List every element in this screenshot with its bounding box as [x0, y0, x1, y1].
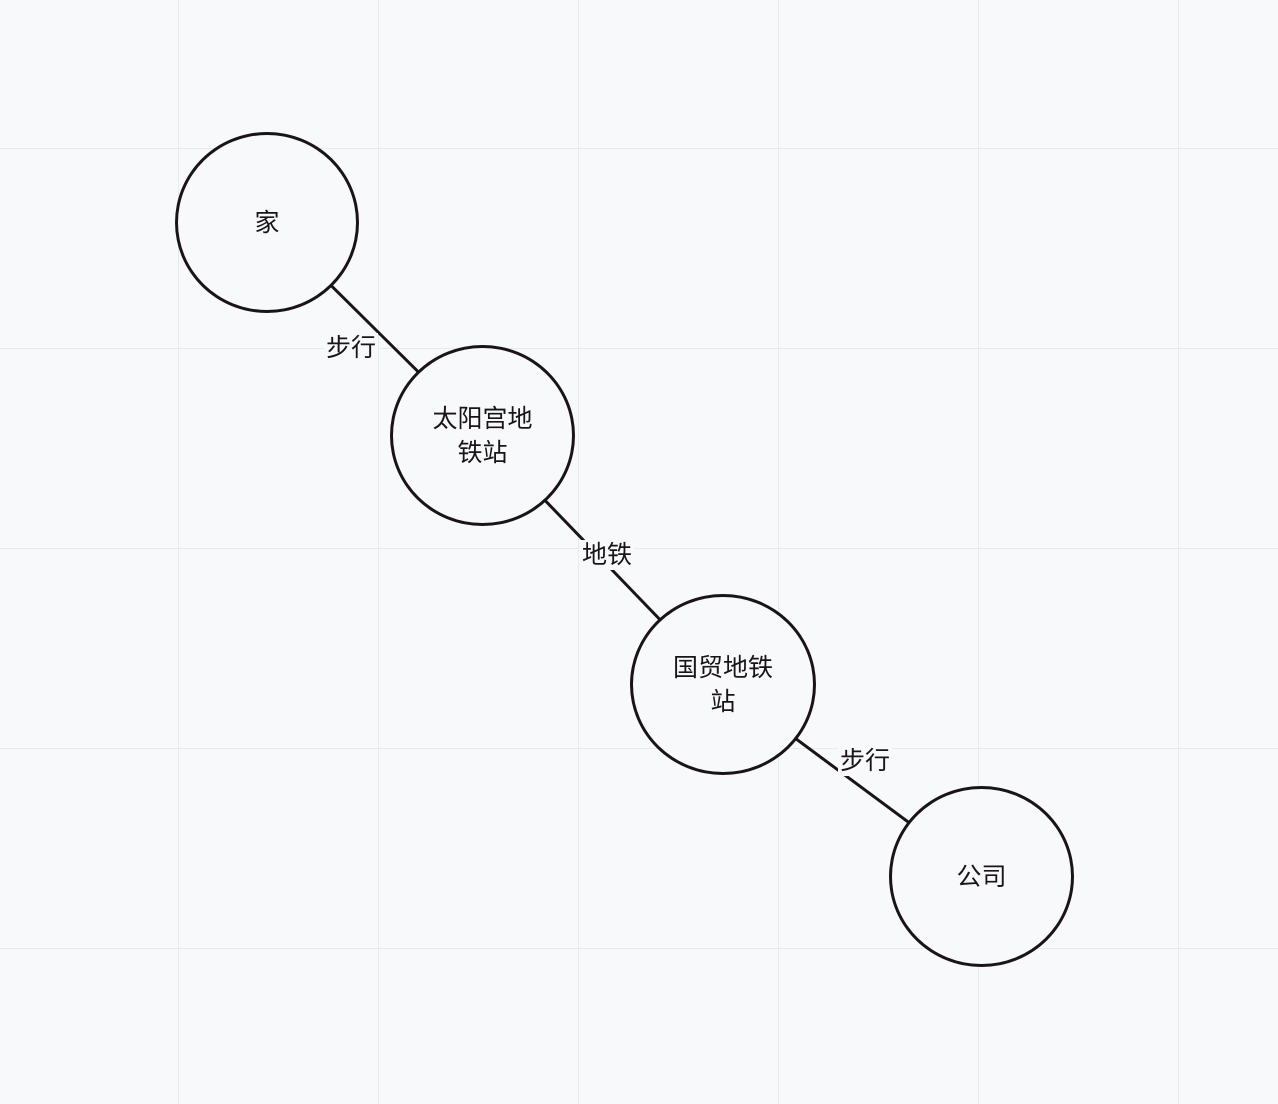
node-taiyanggong-station[interactable]: 太阳宫地铁站	[390, 345, 575, 526]
node-home-label: 家	[254, 207, 280, 237]
node-guomao-station[interactable]: 国贸地铁站	[630, 594, 816, 775]
node-taiyanggong-station-label: 太阳宫地铁站	[432, 403, 533, 467]
edge-label-subway[interactable]: 地铁	[579, 540, 635, 570]
node-company[interactable]: 公司	[889, 786, 1074, 967]
node-company-label: 公司	[956, 861, 1007, 891]
edge-label-walk-2[interactable]: 步行	[837, 746, 893, 776]
edge-label-walk-1[interactable]: 步行	[323, 333, 379, 363]
node-home[interactable]: 家	[175, 132, 359, 313]
node-guomao-station-label: 国贸地铁站	[672, 652, 773, 716]
